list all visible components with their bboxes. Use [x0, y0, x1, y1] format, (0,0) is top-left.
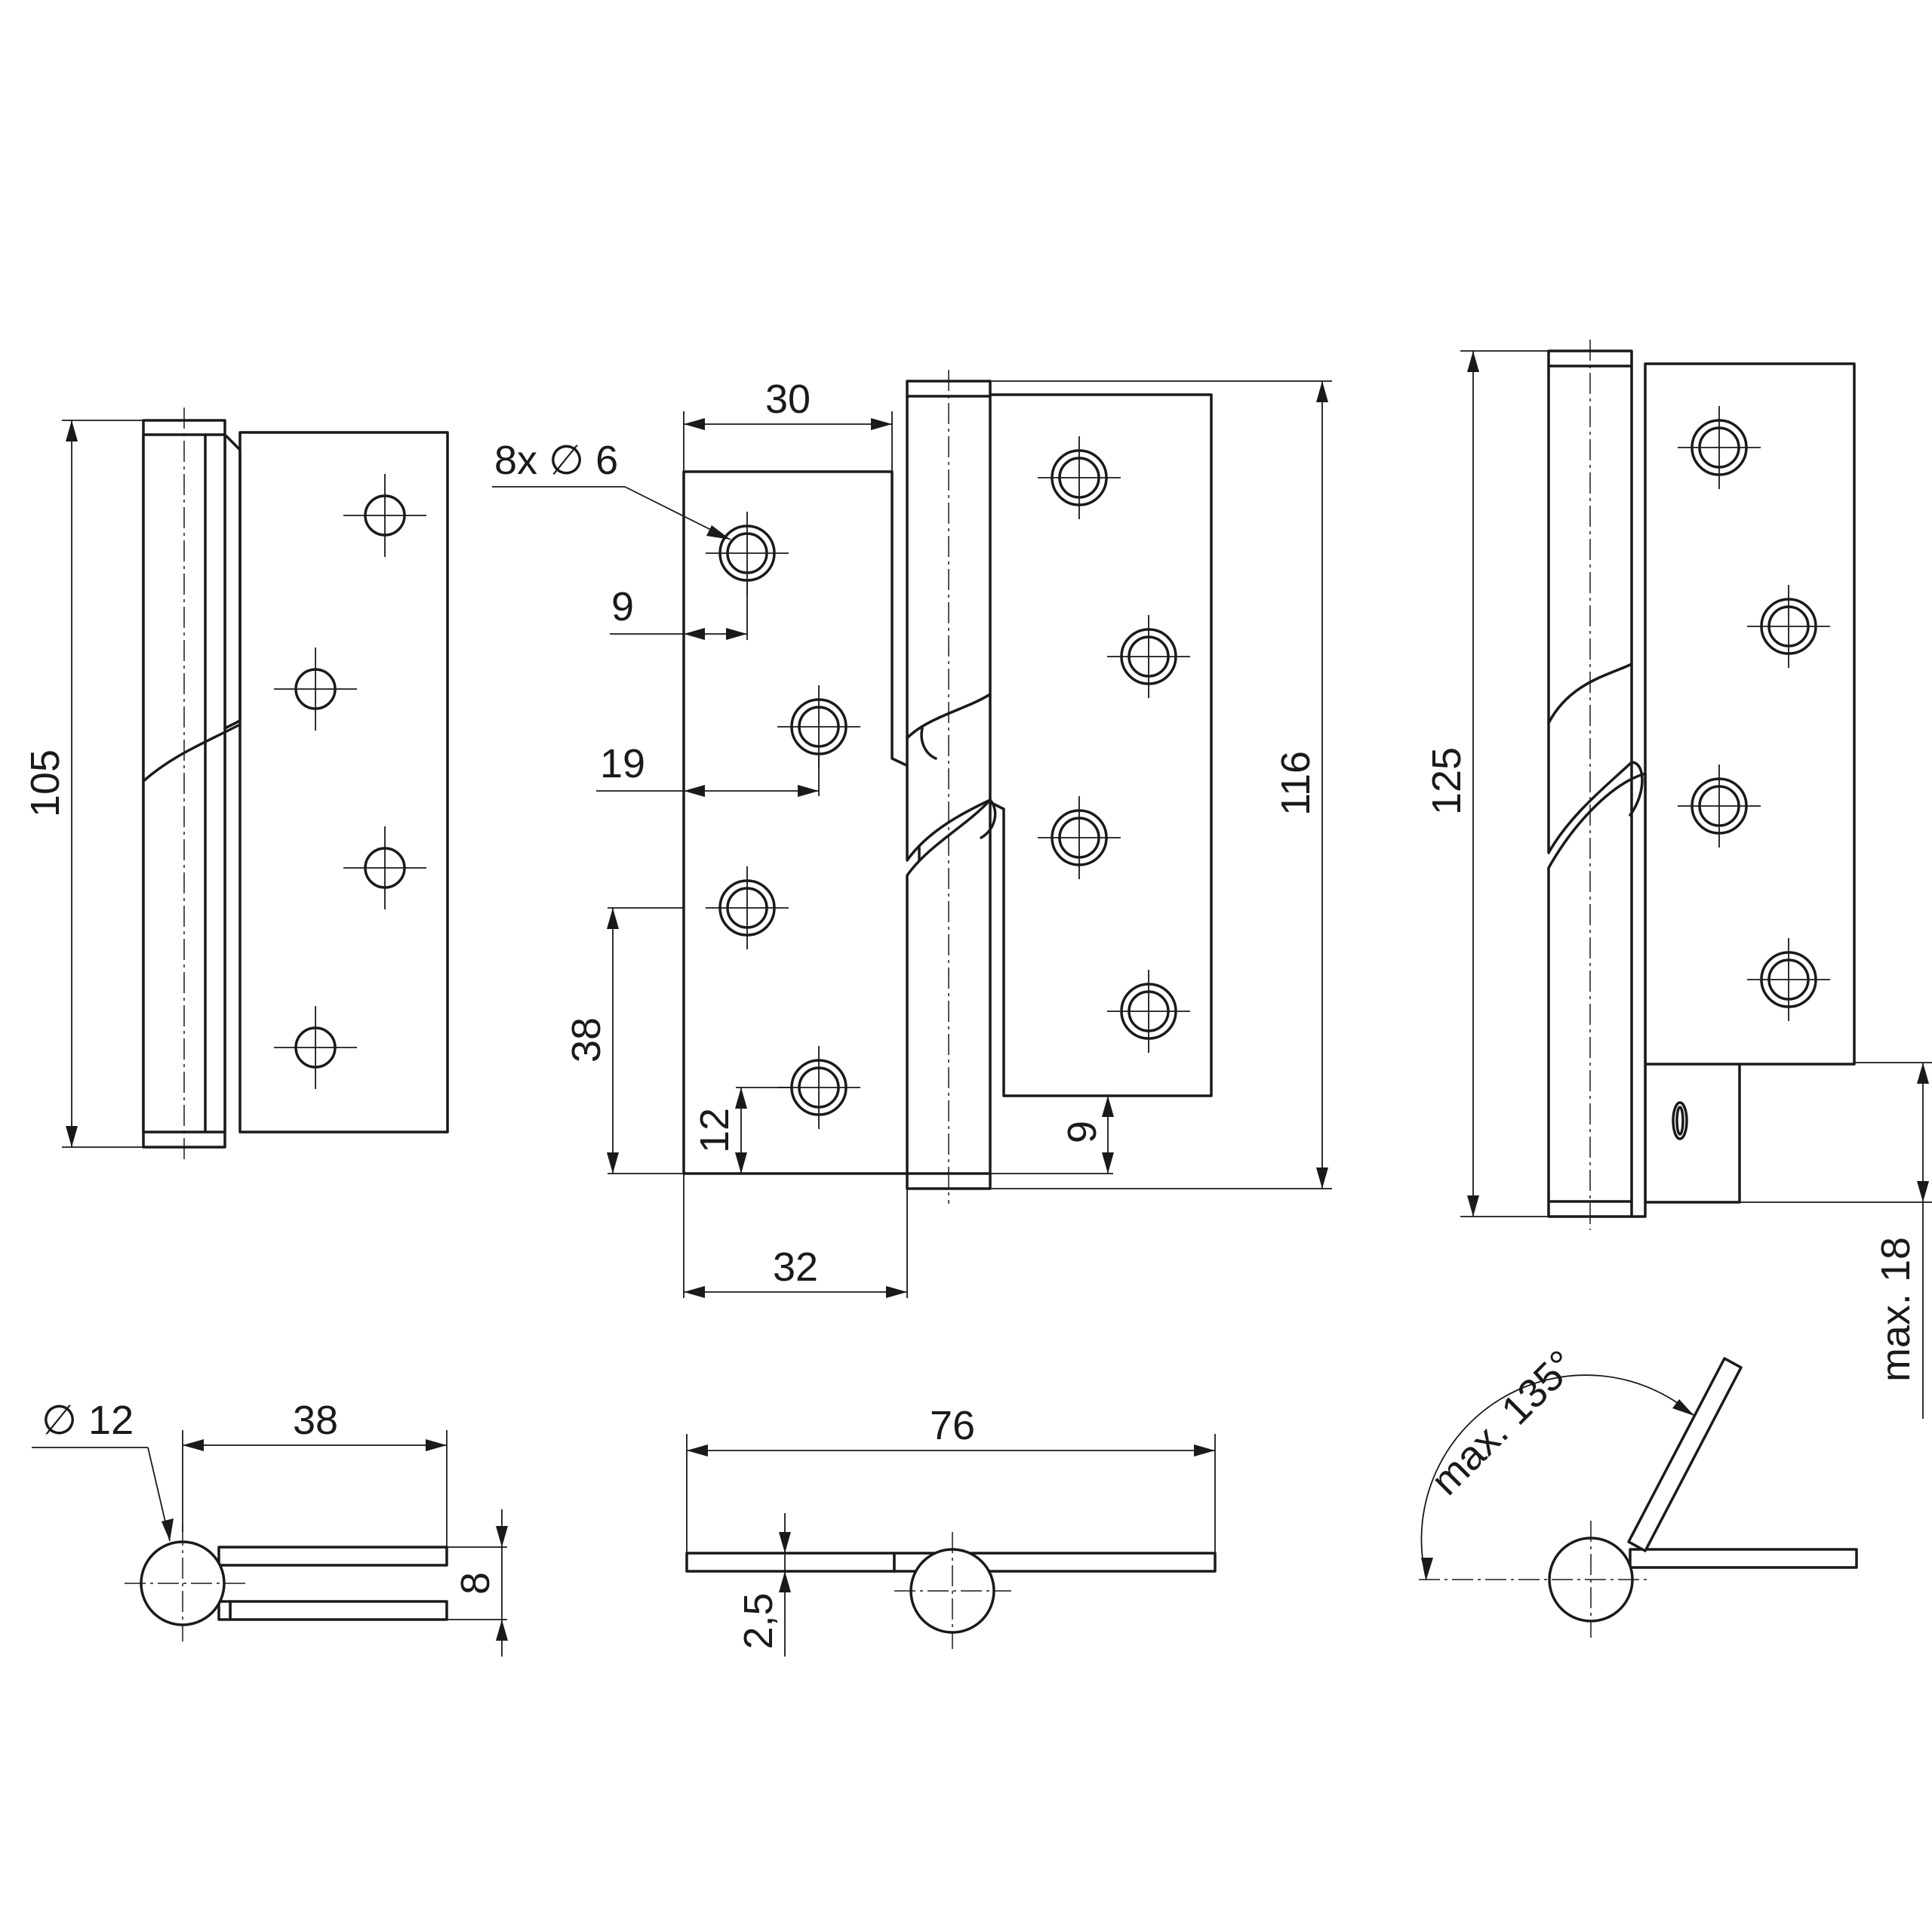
dim-8: 8: [453, 1572, 498, 1595]
left-hinge-view: 105: [23, 408, 449, 1162]
dim-holes-spec: 8x ∅ 6: [494, 438, 618, 483]
dim-12: 12: [692, 1108, 737, 1153]
dim-116: 116: [1273, 751, 1318, 816]
dim-max-18: max. 18: [1873, 1237, 1918, 1382]
dim-max-135: max. 135°: [1423, 1342, 1585, 1504]
dim-32: 32: [773, 1244, 818, 1290]
dim-9-leaf: 9: [1060, 1121, 1105, 1143]
dim-30: 30: [765, 377, 811, 422]
dim-9-hole: 9: [611, 584, 634, 629]
right-hinge-view: 125 max. 18: [1424, 340, 1932, 1419]
dim-38-pitch: 38: [564, 1017, 609, 1063]
angle-section-view: max. 135°: [1419, 1342, 1858, 1638]
dim-2-5: 2,5: [736, 1592, 781, 1649]
dim-19: 19: [600, 741, 645, 786]
dim-76: 76: [930, 1403, 975, 1448]
dim-pin-diameter: ∅ 12: [42, 1398, 134, 1443]
open-section-view: 76 2,5: [685, 1403, 1217, 1657]
middle-hinge-view: 30 8x ∅ 6 9 19 38 12 9: [492, 370, 1332, 1298]
dim-125: 125: [1424, 747, 1469, 815]
dim-105: 105: [23, 749, 68, 817]
dim-38-leaf: 38: [293, 1398, 338, 1443]
closed-section-view: ∅ 12 38 8: [32, 1398, 508, 1657]
